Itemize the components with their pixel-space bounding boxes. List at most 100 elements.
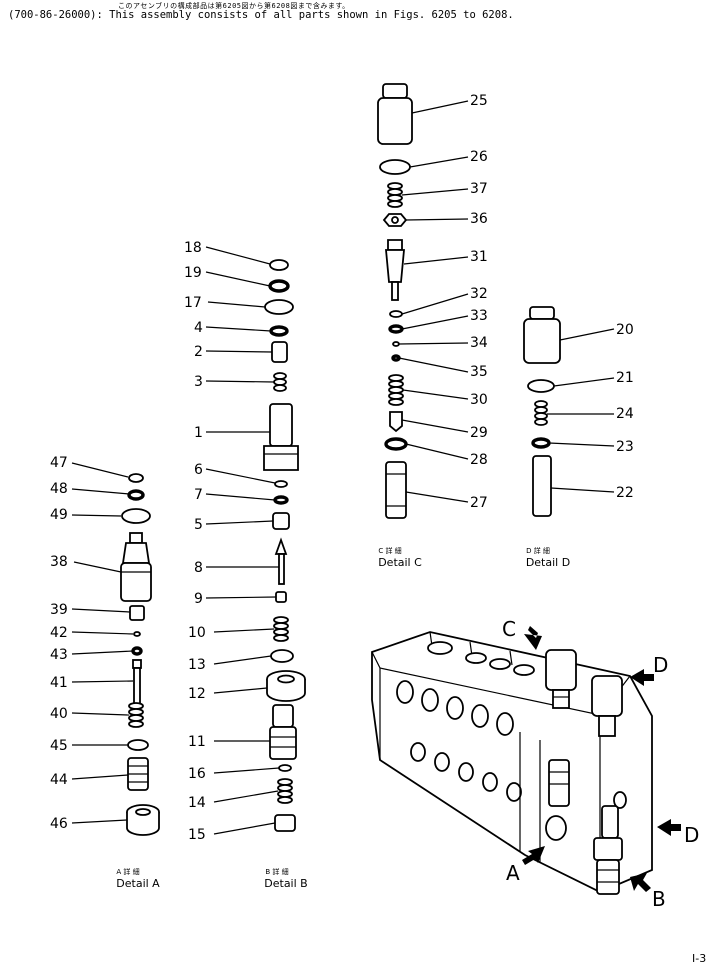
callout-19: 19 — [184, 265, 202, 281]
part-15-plug — [274, 814, 296, 832]
callout-27: 27 — [470, 495, 488, 511]
detail-b-group — [263, 259, 306, 832]
assembly-d-valve-side — [601, 805, 619, 839]
header-english-note: (700-86-26000): This assembly consists o… — [8, 9, 514, 21]
part-33-ring — [388, 324, 404, 334]
part-29-poppet — [389, 411, 403, 433]
part-42-ring — [133, 631, 141, 637]
callout-10: 10 — [188, 625, 206, 641]
callout-33: 33 — [470, 308, 488, 324]
part-18-ring — [269, 259, 289, 271]
part-48-ring — [127, 489, 145, 501]
part-34-ring — [392, 341, 400, 347]
callout-14: 14 — [188, 795, 206, 811]
detail-c-caption: Detail C — [378, 556, 422, 569]
detail-d-caption-jp: D 詳 細 — [526, 546, 550, 555]
part-5-seat — [272, 512, 290, 530]
part-24-spring — [534, 400, 548, 426]
part-35-ring — [391, 354, 401, 362]
callout-22: 22 — [616, 485, 634, 501]
part-46-nut — [126, 804, 160, 836]
callout-11: 11 — [188, 734, 206, 750]
callout-31: 31 — [470, 249, 488, 265]
callout-32: 32 — [470, 286, 488, 302]
part-31-piston — [385, 239, 405, 301]
detail-a-group — [120, 473, 160, 836]
callout-4: 4 — [194, 320, 203, 336]
part-44-sleeve — [127, 757, 149, 791]
callout-6: 6 — [194, 462, 203, 478]
page-number: I-3 — [692, 952, 706, 965]
part-4-ring — [269, 325, 289, 337]
arrow-a — [522, 846, 545, 865]
callout-20: 20 — [616, 322, 634, 338]
detail-b-caption-jp: B 詳 細 — [265, 867, 288, 876]
assembly-b-valve — [593, 837, 623, 895]
part-11-sleeve — [269, 704, 297, 760]
callout-34: 34 — [470, 335, 488, 351]
callout-41: 41 — [50, 675, 68, 691]
callout-47: 47 — [50, 455, 68, 471]
detail-d-group — [523, 306, 561, 517]
part-17-oring — [264, 299, 294, 315]
control-valve-assembly — [371, 631, 653, 895]
arrow-label-d-side: D — [684, 823, 699, 847]
arrow-label-a: A — [506, 861, 520, 885]
part-12-nut — [266, 670, 306, 702]
part-25-cap — [377, 83, 413, 145]
part-26-oring — [379, 159, 411, 175]
part-39-plug — [129, 605, 145, 621]
callout-29: 29 — [470, 425, 488, 441]
part-43-ring — [131, 646, 143, 656]
part-1-housing — [263, 403, 299, 471]
callout-21: 21 — [616, 370, 634, 386]
callout-23: 23 — [616, 439, 634, 455]
callout-49: 49 — [50, 507, 68, 523]
part-32-ring — [389, 310, 403, 318]
callout-labels: 47 48 49 38 39 42 43 41 40 45 44 46 18 1… — [50, 93, 634, 843]
detail-b-caption: Detail B — [264, 877, 307, 890]
callout-39: 39 — [50, 602, 68, 618]
callout-37: 37 — [470, 181, 488, 197]
callout-1: 1 — [194, 425, 203, 441]
part-13-oring — [270, 649, 294, 663]
callout-17: 17 — [184, 295, 202, 311]
callout-7: 7 — [194, 487, 203, 503]
callout-46: 46 — [50, 816, 68, 832]
part-49-oring — [121, 508, 151, 524]
callout-9: 9 — [194, 591, 203, 607]
detail-d-caption: Detail D — [526, 556, 570, 569]
callout-26: 26 — [470, 149, 488, 165]
callout-42: 42 — [50, 625, 68, 641]
part-6-ring — [274, 480, 288, 488]
callout-12: 12 — [188, 686, 206, 702]
part-37-spring — [387, 182, 403, 208]
callout-48: 48 — [50, 481, 68, 497]
detail-captions: C 詳 細 Detail C D 詳 細 Detail D A 詳 細 Deta… — [116, 546, 570, 890]
callout-36: 36 — [470, 211, 488, 227]
assembly-side-valve — [548, 759, 570, 807]
detail-a-caption: Detail A — [116, 877, 160, 890]
part-9-poppet — [275, 591, 287, 603]
part-38-valve-body — [120, 532, 152, 602]
callout-25: 25 — [470, 93, 488, 109]
part-3-spring — [273, 372, 287, 392]
part-40-spring — [128, 702, 144, 728]
part-8-needle — [274, 537, 288, 585]
callout-24: 24 — [616, 406, 634, 422]
arrow-d-side — [657, 819, 681, 836]
callout-15: 15 — [188, 827, 206, 843]
part-16-ring — [278, 764, 292, 772]
callout-43: 43 — [50, 647, 68, 663]
part-28-ring — [384, 437, 408, 451]
callout-16: 16 — [188, 766, 206, 782]
header-japanese-note: このアセンブリの構成部品は第6205図から第6208図まで含みます。 — [118, 2, 350, 10]
assembly-c-valve — [545, 649, 577, 709]
callout-35: 35 — [470, 364, 488, 380]
arrow-d-top — [630, 669, 654, 686]
callout-40: 40 — [50, 706, 68, 722]
leader-lines — [71, 100, 615, 835]
callout-18: 18 — [184, 240, 202, 256]
callout-30: 30 — [470, 392, 488, 408]
callout-44: 44 — [50, 772, 68, 788]
